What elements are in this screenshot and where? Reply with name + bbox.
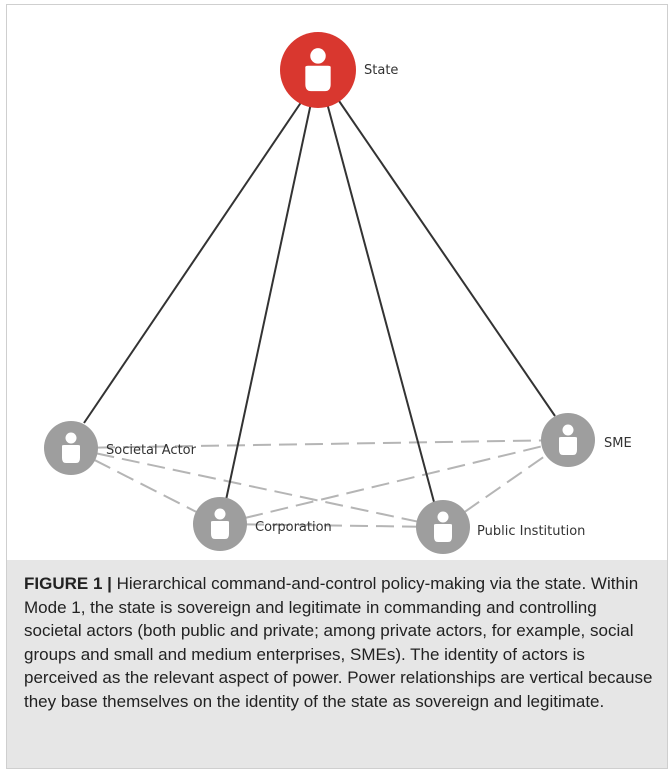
node-societal: Societal Actor [44, 421, 197, 475]
node-label-public: Public Institution [477, 524, 585, 539]
dashed-edge-societal-public [70, 447, 444, 528]
node-public: Public Institution [416, 500, 585, 554]
node-sme: SME [541, 413, 632, 467]
node-label-corporation: Corporation [255, 520, 332, 535]
caption-background [7, 560, 667, 768]
node-label-sme: SME [604, 436, 632, 451]
person-icon [305, 48, 331, 92]
node-corporation: Corporation [193, 497, 332, 551]
figure-caption: FIGURE 1 | Hierarchical command-and-cont… [24, 572, 654, 713]
solid-edge-state-public [326, 102, 435, 503]
caption-text: Hierarchical command-and-control policy-… [24, 574, 653, 711]
dashed-edge-corporation-sme [219, 439, 569, 525]
caption-label: FIGURE 1 | [24, 574, 112, 593]
solid-edge-state-corporation [225, 102, 312, 501]
person-icon [434, 511, 452, 542]
person-icon [211, 508, 229, 539]
node-label-societal: Societal Actor [106, 443, 197, 458]
node-label-state: State [364, 63, 398, 78]
dashed-edge-societal-sme [70, 439, 569, 449]
solid-edge-state-sme [336, 97, 556, 417]
person-icon [559, 424, 577, 455]
solid-edge-state-societal [83, 97, 305, 424]
dashed-edge-societal-corporation [70, 447, 221, 525]
person-icon [62, 432, 80, 463]
node-state: State [280, 32, 398, 108]
dashed-edge-corporation-public [219, 523, 444, 528]
